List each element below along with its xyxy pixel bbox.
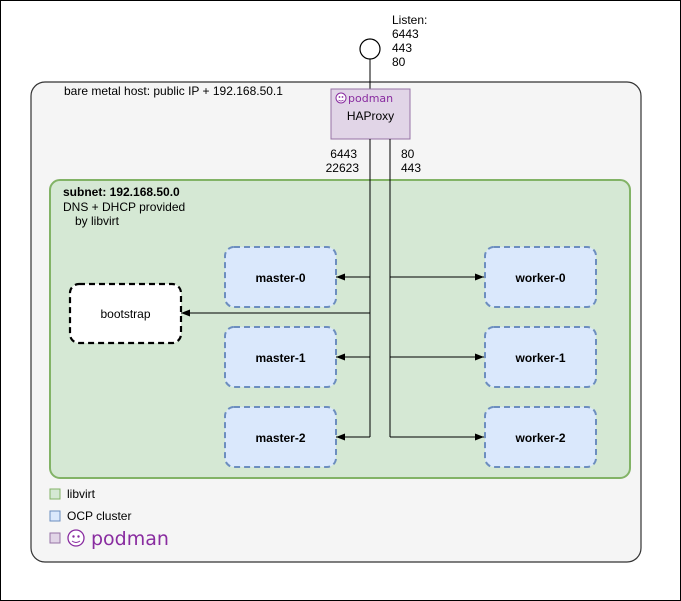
subnet-desc-line2: by libvirt <box>75 214 120 228</box>
haproxy-port-6443: 6443 <box>330 147 357 161</box>
listen-port-443: 443 <box>392 41 412 55</box>
haproxy-brand: podman <box>348 92 393 105</box>
master-0-node <box>224 246 337 308</box>
bootstrap-node <box>68 282 183 345</box>
master-2-label: master-2 <box>255 431 305 445</box>
bootstrap-label: bootstrap <box>100 307 150 321</box>
legend-swatch-ocp <box>49 510 61 522</box>
podman-seal-icon <box>335 92 347 104</box>
listen-title: Listen: <box>392 13 427 27</box>
subnet-desc-line1: DNS + DHCP provided <box>63 200 185 214</box>
listen-endpoint-circle <box>359 38 381 60</box>
haproxy-label: HAProxy <box>347 109 394 123</box>
worker-0-label: worker-0 <box>514 271 565 285</box>
legend-label-libvirt: libvirt <box>67 487 96 501</box>
legend-podman-seal-icon <box>67 529 85 547</box>
host-label: bare metal host: public IP + 192.168.50.… <box>64 84 283 98</box>
worker-2-label: worker-2 <box>514 431 565 445</box>
master-1-label: master-1 <box>255 351 305 365</box>
listen-port-80: 80 <box>392 55 406 69</box>
legend-label-ocp: OCP cluster <box>67 509 131 523</box>
legend-swatch-libvirt <box>49 488 61 500</box>
master-1-node <box>224 326 337 388</box>
listen-port-6443: 6443 <box>392 27 419 41</box>
subnet-title: subnet: 192.168.50.0 <box>63 185 180 199</box>
master-2-node <box>224 406 337 468</box>
worker-1-label: worker-1 <box>514 351 565 365</box>
master-0-label: master-0 <box>255 271 305 285</box>
legend-swatch-podman <box>49 532 61 544</box>
haproxy-port-80: 80 <box>401 147 415 161</box>
worker-0-node <box>484 246 597 308</box>
worker-2-node <box>484 406 597 468</box>
legend-label-podman: podman <box>91 528 169 550</box>
haproxy-port-443: 443 <box>401 161 421 175</box>
worker-1-node <box>484 326 597 388</box>
haproxy-port-22623: 22623 <box>326 161 360 175</box>
